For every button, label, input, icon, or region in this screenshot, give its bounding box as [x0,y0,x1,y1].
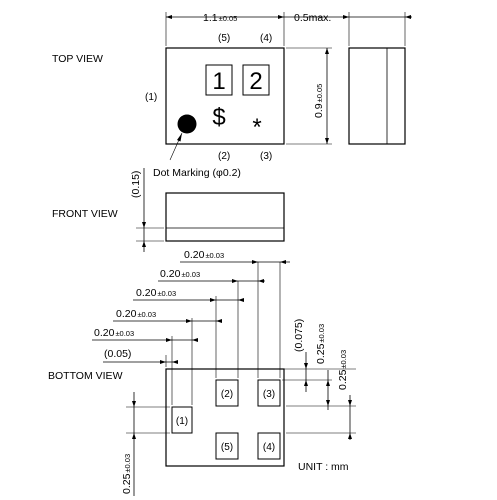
offset-0075-dimension-text: (0.075) [293,319,305,352]
unit-label: UNIT : mm [298,461,349,473]
pitch-dimension-text-4: 0.20±0.03 [116,308,156,320]
front-view-title: FRONT VIEW [52,208,118,220]
marking-box-1 [205,64,233,96]
top-pin-1-label: (1) [145,92,157,103]
pitch-dimension-text-3: 0.20±0.03 [136,287,176,299]
pitch-dimension-text-2: 0.20±0.03 [160,268,200,280]
top-pin-3-label: (3) [260,151,272,162]
dot-marking-label: Dot Marking (φ0.2) [153,167,241,179]
pitch-dimension-text-1: 0.20±0.03 [184,249,224,261]
pad-4 [257,432,281,460]
pad-4-label: (4) [263,442,275,453]
pad-3-label: (3) [263,389,275,400]
pad-2-label: (2) [221,389,233,400]
marking-dollar: $ [212,104,225,131]
dot-marking-symbol [177,114,197,134]
vertical-025-dimension-text-1: 0.25±0.03 [315,324,327,364]
pad-1 [171,406,193,434]
front-offset-dimension-text: (0.15) [130,171,142,198]
top-pin-2-label: (2) [218,151,230,162]
marking-digit-2: 2 [249,68,262,95]
bottom-view-title: BOTTOM VIEW [48,370,123,382]
vertical-025-dimension-text-3: 0.25±0.03 [121,454,133,494]
pad-1-label: (1) [176,416,188,427]
marking-digit-1: 1 [212,68,225,95]
top-pin-5-label: (5) [218,33,230,44]
pitch-dimension-text-5: 0.20±0.03 [94,327,134,339]
front-view-body [165,192,285,242]
top-view-title: TOP VIEW [52,53,103,65]
pad-5 [215,432,239,460]
top-pin-4-label: (4) [260,33,272,44]
offset-005-dimension-text: (0.05) [104,348,131,360]
thickness-dimension-text: 0.5max. [294,12,331,24]
width-dimension-text: 1.1±0.05 [203,12,237,24]
pad-5-label: (5) [221,442,233,453]
pad-3 [257,379,281,407]
marking-box-2 [242,64,270,96]
side-view-body [348,47,406,145]
pad-2 [215,379,239,407]
marking-star: * [252,114,261,141]
height-dimension-text: 0.9±0.05 [313,84,325,118]
vertical-025-dimension-text-2: 0.25±0.03 [337,350,349,390]
